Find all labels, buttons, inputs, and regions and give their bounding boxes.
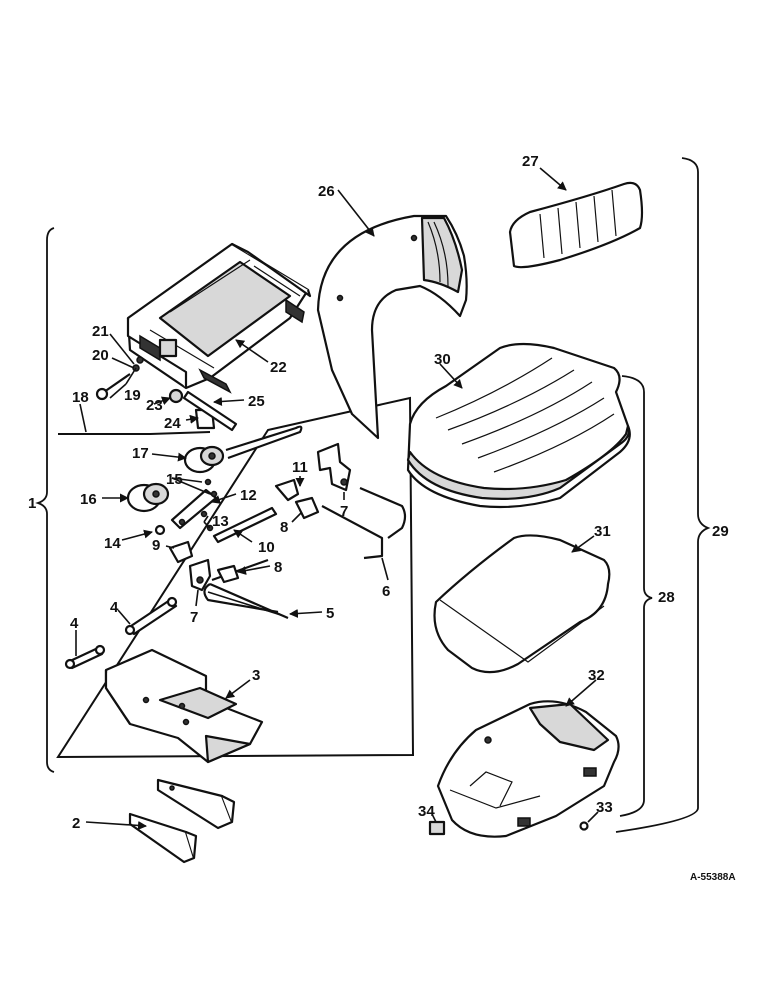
callout-31: 31 (594, 523, 611, 540)
callout-9: 9 (152, 537, 160, 554)
part-10-shaft (212, 506, 278, 544)
part-4-link-lower (64, 644, 106, 670)
part-25-rod (182, 390, 238, 432)
callout-19: 19 (124, 387, 141, 404)
callout-27: 27 (522, 153, 539, 170)
part-2-mounting-bars (128, 778, 236, 864)
part-27-back-cushion (508, 181, 644, 269)
callout-28: 28 (658, 589, 675, 606)
part-23-bushing (168, 388, 184, 404)
part-22-base-frame (126, 242, 312, 394)
callout-26: 26 (318, 183, 335, 200)
callout-10: 10 (258, 539, 275, 556)
part-17-spool (183, 425, 303, 474)
brace-28 (619, 375, 653, 817)
part-13-pins (200, 510, 214, 532)
callout-21: 21 (92, 323, 109, 340)
part-33-clip (579, 821, 589, 831)
part-30-seat-cushion (406, 342, 631, 509)
part-16-spool (126, 482, 170, 513)
callout-13: 13 (212, 513, 229, 530)
callout-8-lower: 8 (274, 559, 282, 576)
callout-7-upper: 7 (340, 503, 348, 520)
callout-11: 11 (292, 459, 308, 476)
callout-29: 29 (712, 523, 729, 540)
callout-33: 33 (596, 799, 613, 816)
callout-5: 5 (326, 605, 334, 622)
callout-14: 14 (104, 535, 121, 552)
part-7-bracket-upper (316, 442, 352, 492)
callout-labels: 1 2 3 4 4 5 6 7 7 8 8 9 10 11 12 13 14 1… (28, 153, 736, 883)
callout-23: 23 (146, 397, 163, 414)
part-8-nut-lower (216, 564, 240, 584)
callout-12: 12 (240, 487, 257, 504)
callout-22: 22 (270, 359, 287, 376)
part-9-plate (168, 540, 194, 564)
callout-15: 15 (166, 471, 183, 488)
part-11-clip (274, 478, 300, 502)
callout-4-upper: 4 (110, 599, 119, 616)
part-34-block (428, 820, 446, 836)
brace-1 (35, 227, 55, 773)
brace-29 (615, 157, 711, 833)
part-6-u-rod (321, 486, 407, 560)
part-4-link-upper (124, 596, 178, 636)
callout-32: 32 (588, 667, 605, 684)
callout-17: 17 (132, 445, 149, 462)
part-31-foam-pad (433, 534, 611, 674)
leader-lines (75, 167, 599, 830)
callout-34: 34 (418, 803, 435, 820)
callout-6: 6 (382, 583, 390, 600)
callout-2: 2 (72, 815, 80, 832)
callout-20: 20 (92, 347, 109, 364)
callout-25: 25 (248, 393, 265, 410)
callout-16: 16 (80, 491, 97, 508)
part-32-seat-pan (436, 700, 620, 838)
callout-30: 30 (434, 351, 451, 368)
drawing-code: A-55388A (690, 872, 736, 883)
part-7-bracket-lower (188, 558, 212, 592)
leader-18 (79, 403, 87, 433)
callout-7-lower: 7 (190, 609, 198, 626)
part-3-bracket (104, 648, 264, 764)
part-14-washer (154, 524, 166, 536)
callout-18: 18 (72, 389, 89, 406)
callout-4-lower: 4 (70, 615, 79, 632)
callout-1: 1 (28, 495, 36, 512)
callout-8-upper: 8 (280, 519, 288, 536)
callout-24: 24 (164, 415, 181, 432)
callout-3: 3 (252, 667, 260, 684)
